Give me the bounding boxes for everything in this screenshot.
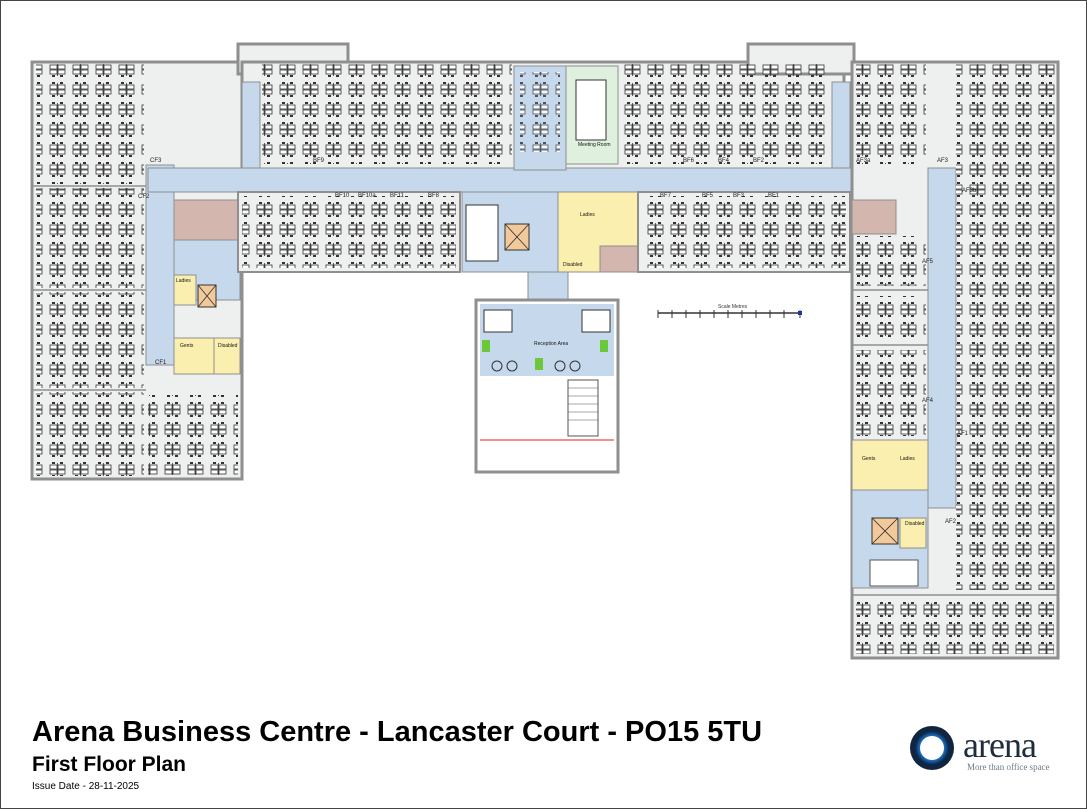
suite-bf2: BF2 xyxy=(753,158,765,164)
suite-cf2: CF2 xyxy=(138,194,150,200)
suite-bf11: BF11 xyxy=(390,193,405,199)
suite-af3b: AF3b xyxy=(962,188,977,194)
suite-af5: AF5 xyxy=(922,259,934,265)
suite-bf4: BF4 xyxy=(718,158,730,164)
suite-bf3: BF3 xyxy=(733,193,745,199)
page-subtitle: First Floor Plan xyxy=(32,753,187,776)
suite-bf10a: BF10a xyxy=(358,193,376,199)
suite-af2: AF2 xyxy=(945,519,957,525)
meeting-room-label: Meeting Room xyxy=(578,142,611,148)
suite-af3: AF3 xyxy=(937,158,949,164)
west-wing xyxy=(30,60,244,481)
ring-icon xyxy=(910,726,954,770)
ladies-label-west: Ladies xyxy=(176,278,191,284)
suite-cf3: CF3 xyxy=(150,158,162,164)
suite-bf7: BF7 xyxy=(660,193,672,199)
reception-area xyxy=(474,271,620,474)
disabled-label-west: Disabled xyxy=(218,343,238,349)
disabled-label: Disabled xyxy=(563,262,583,268)
arena-logo: arena More than office space xyxy=(905,722,1065,774)
suite-bf1: BF1 xyxy=(768,193,780,199)
logo-tagline: More than office space xyxy=(967,762,1050,772)
scale-bar: Scale Metres xyxy=(657,304,802,318)
logo-word: arena xyxy=(963,725,1037,765)
gents-label-west: Gents xyxy=(180,343,194,349)
reception-label: Reception Area xyxy=(534,341,568,347)
suite-af1: AF1 xyxy=(957,431,969,437)
suite-bf8: BF8 xyxy=(428,193,440,199)
suite-af4: AF4 xyxy=(922,398,934,404)
suite-bf9: BF9 xyxy=(313,158,325,164)
suite-bf6: BF6 xyxy=(683,158,695,164)
page-title: Arena Business Centre - Lancaster Court … xyxy=(32,716,763,748)
middle-offices xyxy=(237,191,851,273)
gents-label-east: Gents xyxy=(862,456,876,462)
east-wing xyxy=(850,60,1060,660)
suite-bf10: BF10 xyxy=(335,193,350,199)
disabled-label-east: Disabled xyxy=(905,521,925,527)
scale-label: Scale Metres xyxy=(718,304,748,310)
floor-plan: Scale Metres Meeting Room Ladies Disable… xyxy=(30,42,1060,660)
ladies-label-east: Ladies xyxy=(900,456,915,462)
issue-date: Issue Date - 28-11-2025 xyxy=(32,781,140,792)
suite-af3a: AF3a xyxy=(856,158,871,164)
north-block xyxy=(147,42,929,193)
suite-cf1: CF1 xyxy=(155,360,167,366)
suite-bf5: BF5 xyxy=(702,193,714,199)
ladies-label: Ladies xyxy=(580,212,595,218)
